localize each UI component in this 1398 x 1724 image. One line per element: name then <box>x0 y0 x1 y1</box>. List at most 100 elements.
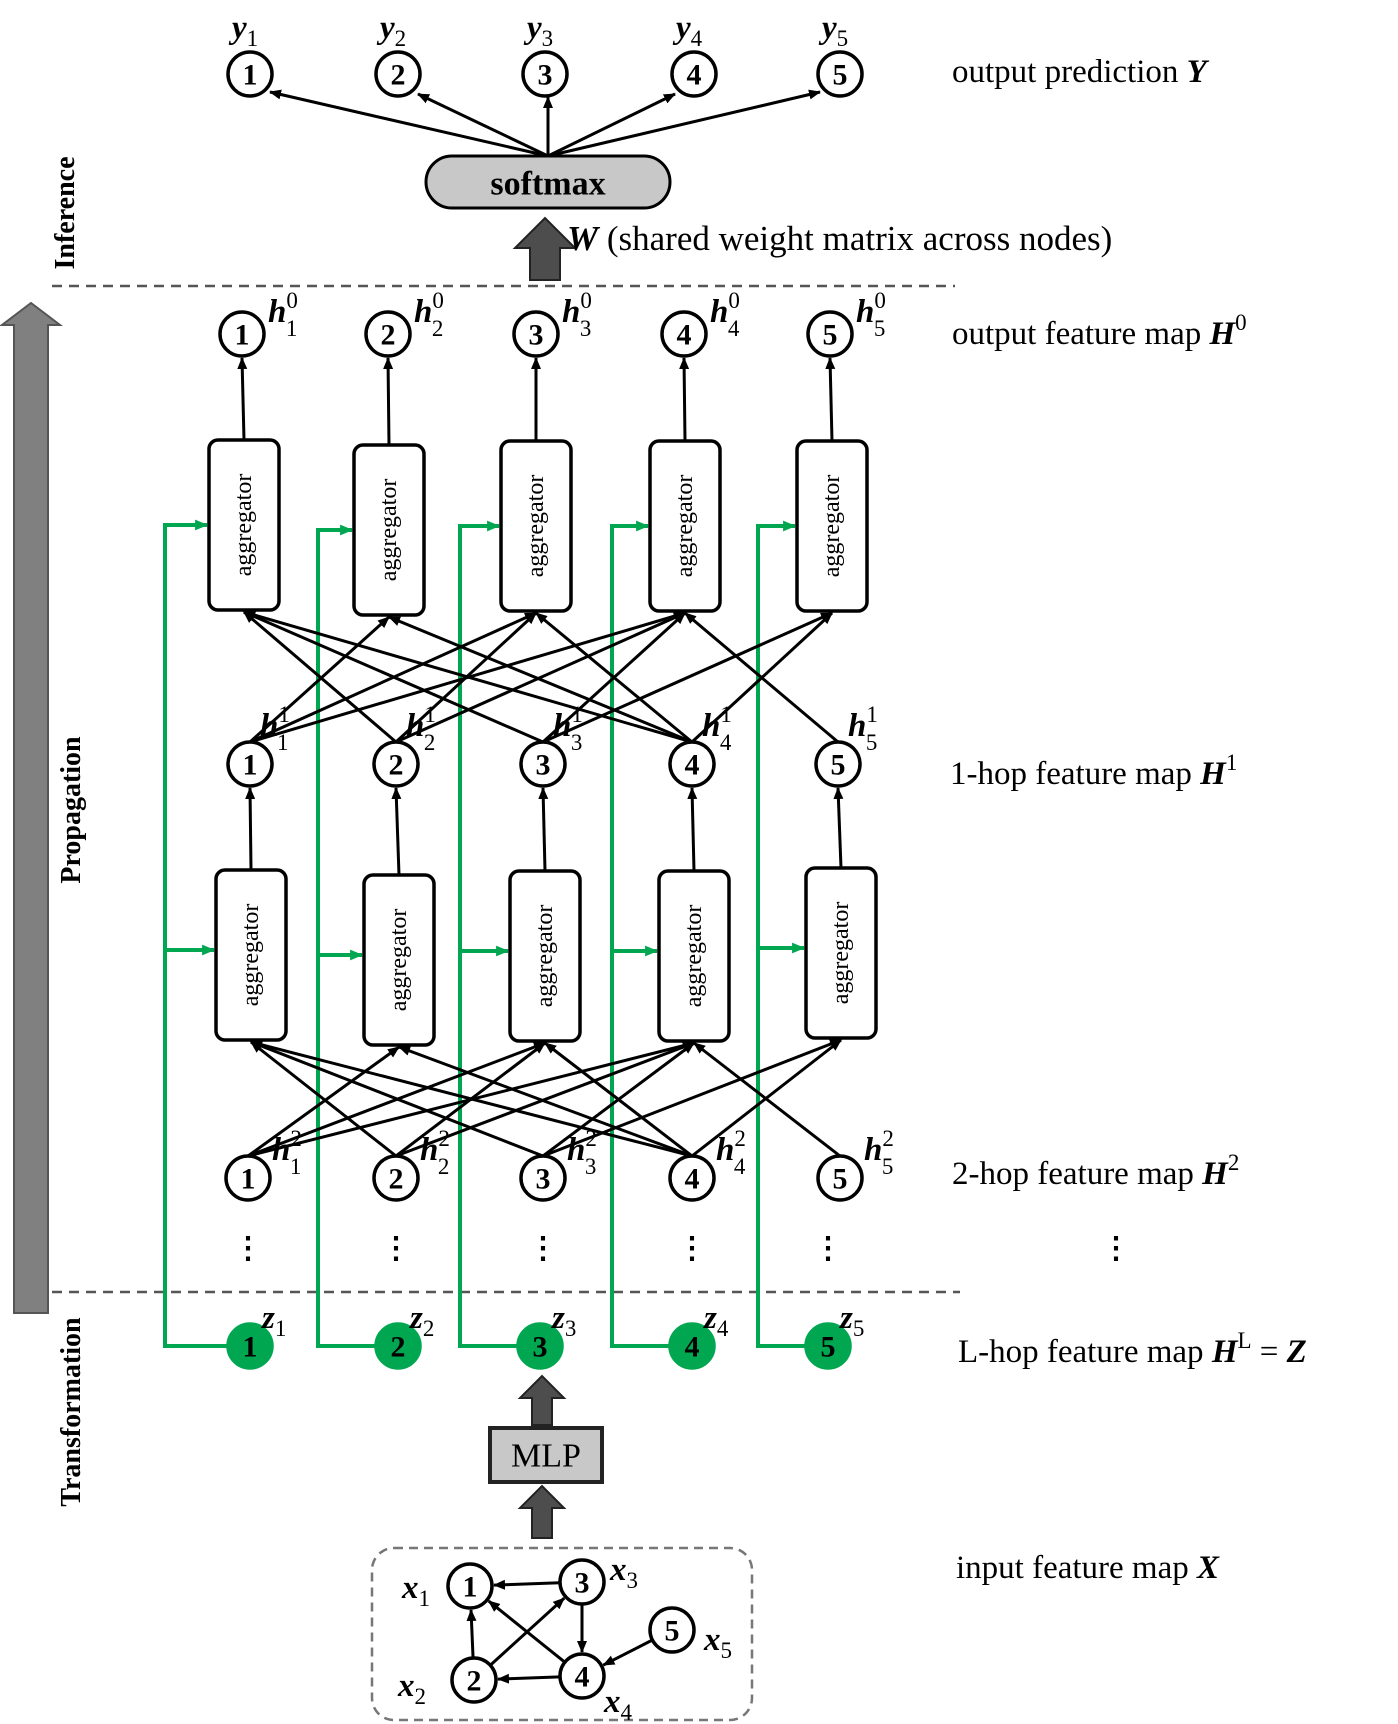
row-label-l-hop: L-hop feature map HL = Z <box>958 1328 1307 1370</box>
input-node-1: 1 <box>446 1562 494 1610</box>
ellipsis-3: ⋮ <box>528 1232 558 1265</box>
output-node-4: 4 <box>670 50 718 98</box>
z-label-4: z4 <box>703 1300 729 1341</box>
h1-edge-2-to-1 <box>243 610 397 744</box>
aggregator-bottom-3-label: aggregator <box>532 905 558 1008</box>
input-to-mlp-arrow <box>517 1484 567 1539</box>
input-edge-3-to-1 <box>492 1579 561 1590</box>
h1-edge-1-to-4 <box>249 611 686 744</box>
skip-connection-top-4 <box>610 520 670 1348</box>
h1-node-5: 5 <box>814 740 862 788</box>
h2-node-5-number: 5 <box>833 1163 848 1196</box>
input-node-1-number: 1 <box>463 1571 478 1604</box>
input-graph-frame <box>370 1546 754 1722</box>
aggregator-top-5: aggregator <box>795 439 869 613</box>
output-node-5-number: 5 <box>833 59 848 92</box>
h1-node-1-number: 1 <box>243 749 258 782</box>
h0-node-4: 4 <box>660 310 708 358</box>
h2-edge-3-to-4 <box>542 1041 695 1158</box>
row-label-input: input feature map X <box>956 1550 1220 1586</box>
h1-edge-4-to-5 <box>690 611 834 744</box>
input-label-x4: x4 <box>603 1684 633 1724</box>
z-node-1-number: 1 <box>243 1331 258 1364</box>
input-node-3-number: 3 <box>575 1567 590 1600</box>
aggregator-top-1: aggregator <box>207 438 281 612</box>
output-node-3-number: 3 <box>538 59 553 92</box>
z-node-4: 4 <box>668 1322 716 1370</box>
input-edge-5-to-4 <box>602 1638 654 1667</box>
h1-node-3: 3 <box>519 740 567 788</box>
transformation-label: Transformation <box>56 1317 87 1507</box>
h2-edge-2-to-1 <box>250 1040 397 1158</box>
h2-edge-3-to-5 <box>542 1038 842 1158</box>
ellipsis-1: ⋮ <box>233 1232 263 1265</box>
mlp-label: MLP <box>511 1438 581 1475</box>
h0-node-1-number: 1 <box>235 319 250 352</box>
h0-node-3-number: 3 <box>529 319 544 352</box>
output-label-y1: y1 <box>228 10 258 51</box>
agg-top-to-h0-4 <box>679 357 690 442</box>
aggregator-top-4: aggregator <box>648 439 722 613</box>
output-node-2-number: 2 <box>391 59 406 92</box>
input-node-4: 4 <box>558 1652 606 1700</box>
softmax-box: softmax <box>424 154 672 210</box>
input-node-4-number: 4 <box>575 1661 590 1694</box>
output-node-3: 3 <box>521 50 569 98</box>
input-edge-2-to-3 <box>489 1597 566 1667</box>
input-node-2: 2 <box>450 1656 498 1704</box>
ellipsis-4: ⋮ <box>677 1232 707 1265</box>
aggregator-top-4-label: aggregator <box>672 475 698 578</box>
z-node-5-number: 5 <box>821 1331 836 1364</box>
z-node-3-number: 3 <box>533 1331 548 1364</box>
prediction-edges <box>269 89 821 158</box>
z-node-4-number: 4 <box>685 1331 700 1364</box>
h0-node-5: 5 <box>806 310 854 358</box>
z-node-2-number: 2 <box>391 1331 406 1364</box>
agg-top-to-h0-1 <box>237 357 248 441</box>
input-edge-4-to-2 <box>496 1673 561 1684</box>
h1-node-3-number: 3 <box>536 749 551 782</box>
input-edge-2-to-1 <box>466 1608 477 1659</box>
softmax-label: softmax <box>490 166 605 203</box>
input-label-x1: x1 <box>401 1570 430 1611</box>
z-label-2: z2 <box>409 1300 434 1341</box>
output-label-y5: y5 <box>818 10 848 51</box>
z-label-3: z3 <box>551 1300 576 1341</box>
h1-edge-4-to-2 <box>388 615 693 744</box>
row-label-2-hop: 2-hop feature map H2 <box>952 1150 1239 1192</box>
propagation-label: Propagation <box>56 736 87 884</box>
aggregator-top-3: aggregator <box>499 439 573 613</box>
h0-node-2-number: 2 <box>381 319 396 352</box>
h1-edge-3-to-5 <box>542 611 833 744</box>
input-label-x5: x5 <box>703 1622 732 1663</box>
output-label-y3: y3 <box>523 10 553 51</box>
agg-top-to-h0-2 <box>383 357 394 446</box>
aggregator-bottom-5-label: aggregator <box>828 902 854 1005</box>
h2-edge-2-to-4 <box>395 1041 695 1158</box>
h2-node-5: 5 <box>816 1154 864 1202</box>
agg-bottom-to-h1-2 <box>391 787 402 876</box>
h1-edge-1-to-3 <box>249 611 537 744</box>
output-label-y2: y2 <box>376 10 406 51</box>
aggregator-top-3-label: aggregator <box>523 475 549 578</box>
weight-text: W (shared weight matrix across nodes) <box>567 219 1112 258</box>
input-node-5: 5 <box>648 1606 696 1654</box>
aggregator-bottom-1: aggregator <box>214 868 288 1042</box>
row-label-output-feature-map: output feature map H0 <box>952 310 1247 352</box>
h0-node-1: 1 <box>218 310 266 358</box>
h2-node-3: 3 <box>519 1154 567 1202</box>
aggregator-bottom-1-label: aggregator <box>238 904 264 1007</box>
h2-edge-1-to-2 <box>247 1045 400 1158</box>
output-node-1-number: 1 <box>243 59 258 92</box>
input-node-2-number: 2 <box>467 1665 482 1698</box>
h2-node-4-number: 4 <box>685 1163 700 1196</box>
z-label-5: z5 <box>839 1300 864 1341</box>
h2-node-1-number: 1 <box>241 1163 256 1196</box>
h2-node-3-number: 3 <box>536 1163 551 1196</box>
